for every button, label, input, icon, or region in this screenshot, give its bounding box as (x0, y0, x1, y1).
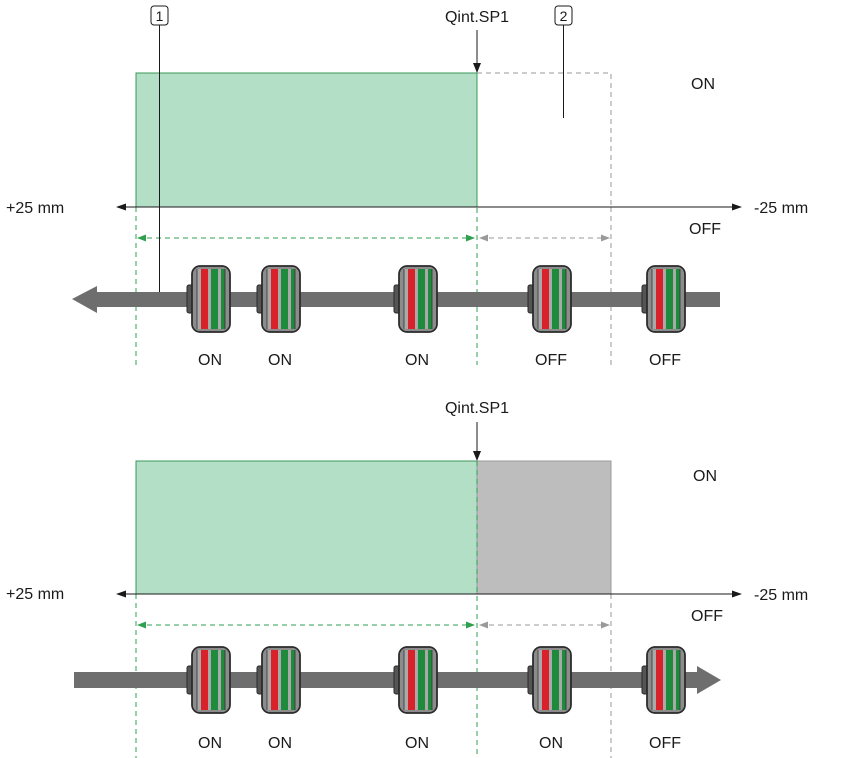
on-zone (135, 460, 478, 595)
setpoint-label: Qint.SP1 (445, 400, 509, 417)
target-object (256, 646, 301, 714)
axis-arrow-right (732, 590, 742, 598)
panel-bottom: Qint.SP1 ON OFF +25 mm -25 mm ON ON ON ON OF… (6, 400, 808, 758)
target-object (527, 646, 572, 714)
target-state-label: OFF (649, 352, 681, 369)
target-object (641, 646, 686, 714)
target-state-label: ON (405, 735, 429, 752)
targets-top (186, 265, 686, 333)
axis-arrow-left (116, 203, 126, 211)
target-state-label: OFF (649, 735, 681, 752)
target-labels-bottom: ON ON ON ON OFF (198, 735, 681, 752)
target-state-label: ON (539, 735, 563, 752)
callout-1-label: 1 (156, 8, 164, 24)
target-object (393, 265, 438, 333)
target-object (256, 265, 301, 333)
left-range-label: +25 mm (6, 200, 64, 217)
on-state-label: ON (691, 76, 715, 93)
target-object (641, 265, 686, 333)
target-state-label: ON (268, 735, 292, 752)
hysteresis-zone (476, 460, 612, 595)
on-state-label: ON (693, 468, 717, 485)
right-range-label: -25 mm (754, 587, 808, 604)
right-range-label: -25 mm (754, 200, 808, 217)
setpoint-label: Qint.SP1 (445, 9, 509, 26)
off-state-label: OFF (689, 221, 721, 238)
off-state-label: OFF (691, 608, 723, 625)
target-state-label: ON (405, 352, 429, 369)
target-object (186, 265, 231, 333)
target-state-label: OFF (535, 352, 567, 369)
target-state-label: ON (198, 352, 222, 369)
target-labels-top: ON ON ON OFF OFF (198, 352, 681, 369)
axis-arrow-left (116, 590, 126, 598)
target-state-label: ON (198, 735, 222, 752)
target-state-label: ON (268, 352, 292, 369)
hysteresis-outline (477, 72, 612, 207)
target-object (393, 646, 438, 714)
axis-arrow-right (732, 203, 742, 211)
target-object (527, 265, 572, 333)
on-zone (135, 72, 478, 208)
callout-2-label: 2 (560, 8, 568, 24)
target-object (186, 646, 231, 714)
left-range-label: +25 mm (6, 586, 64, 603)
targets-bottom (186, 646, 686, 714)
